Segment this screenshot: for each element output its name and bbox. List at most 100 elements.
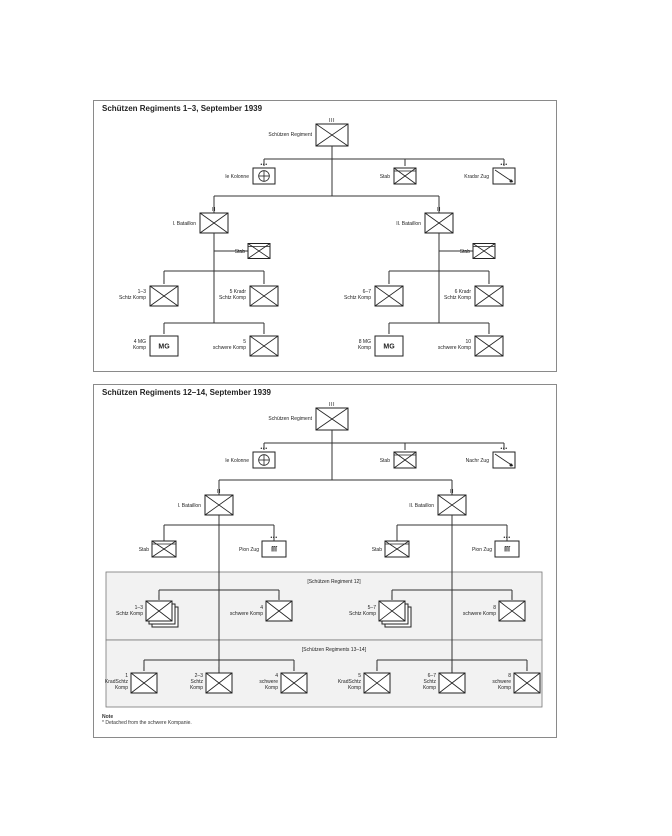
footnote-text: * Detached from the schwere Kompanie. <box>102 720 192 726</box>
company-symbol: I <box>374 280 404 307</box>
company-symbol: I <box>513 667 541 694</box>
echelon-marker: I <box>488 330 490 336</box>
support-unit-0: ••• <box>252 446 276 469</box>
echelon-marker: II <box>217 489 221 495</box>
company-label: Schtz Komp <box>219 295 246 301</box>
company-label: 5 <box>243 339 246 345</box>
company-label: KradSchtz <box>105 679 129 685</box>
infantry-cross <box>149 285 179 307</box>
company-symbol: I <box>130 667 158 694</box>
echelon-marker: I <box>263 330 265 336</box>
echelon-marker: ••• <box>260 162 267 168</box>
company-label: Komp <box>115 685 128 691</box>
company-label: 5 <box>358 673 361 679</box>
company-label: Schtz <box>190 679 203 685</box>
mg-text: MG <box>158 344 170 351</box>
battalion-label: II. Bataillon <box>409 503 434 509</box>
company-label: schwere Komp <box>438 345 471 351</box>
company-label: 1–3 <box>135 605 144 611</box>
infantry-cross <box>437 494 467 516</box>
company-label: 5–7 <box>368 605 377 611</box>
infantry-cross <box>280 672 308 694</box>
company-label: 4 <box>260 605 263 611</box>
support-label: Stab <box>380 174 391 180</box>
section-regiments-13-14 <box>105 639 543 708</box>
echelon-marker: I <box>376 667 378 673</box>
company-symbol: I <box>249 330 279 357</box>
staff-label: Stab <box>235 249 246 255</box>
company-label: Komp <box>423 685 436 691</box>
company-label: Schtz <box>423 679 436 685</box>
echelon-marker: I <box>391 595 393 601</box>
infantry-cross <box>265 600 293 622</box>
company-symbol: I <box>498 595 526 622</box>
battalion-label: I. Bataillon <box>178 503 202 509</box>
wheel-dot <box>509 463 513 467</box>
infantry-cross <box>315 123 349 147</box>
panel-regiments-12-14: Schützen Regiments 12–14, September 1939… <box>93 384 557 738</box>
pioneer-text: ſſſ <box>271 547 278 554</box>
infantry-cross <box>130 672 158 694</box>
infantry-cross <box>249 285 279 307</box>
infantry-cross <box>205 672 233 694</box>
footnote: Note * Detached from the schwere Kompani… <box>102 714 192 726</box>
echelon-marker: ••• <box>503 535 510 541</box>
infantry-cross <box>438 672 466 694</box>
infantry-cross <box>498 600 526 622</box>
company-label: 4 <box>275 673 278 679</box>
battalion-staff <box>151 540 177 558</box>
infantry-cross <box>315 407 349 431</box>
echelon-marker: I <box>163 280 165 286</box>
infantry-cross <box>199 212 229 234</box>
company-label: schwere Komp <box>463 611 496 617</box>
company-label: Schtz Komp <box>444 295 471 301</box>
company-symbol: I <box>149 280 179 307</box>
echelon-marker: I <box>278 595 280 601</box>
panel-title: Schützen Regiments 12–14, September 1939 <box>102 388 271 397</box>
echelon-marker: I <box>451 667 453 673</box>
echelon-marker: III <box>329 402 335 408</box>
regiment-symbol: III <box>315 118 349 147</box>
pioneer-platoon: ſſſ••• <box>494 535 520 558</box>
echelon-marker: I <box>388 330 390 336</box>
company-label: Komp <box>348 685 361 691</box>
company-symbol: MG I <box>374 330 404 357</box>
pioneer-label: Pion Zug <box>472 547 492 553</box>
support-label: Stab <box>380 458 391 464</box>
echelon-marker: ••• <box>270 535 277 541</box>
company-label: Komp <box>190 685 203 691</box>
company-label: 1 <box>125 673 128 679</box>
infantry-cross <box>363 672 391 694</box>
echelon-marker: I <box>293 667 295 673</box>
company-label: Komp <box>498 685 511 691</box>
echelon-marker: I <box>263 280 265 286</box>
battalion-staff <box>472 243 496 259</box>
battalion-symbol-0: II <box>199 207 229 234</box>
section-regiment-12 <box>105 571 543 641</box>
infantry-cross <box>472 243 496 259</box>
company-symbol: I <box>145 595 179 628</box>
section-label-regiment-12: [Schützen Regiment 12] <box>307 579 361 585</box>
infantry-cross <box>204 494 234 516</box>
company-label: Schtz Komp <box>116 611 143 617</box>
company-label: 2–3 <box>195 673 204 679</box>
battalion-label: I. Bataillon <box>173 221 197 227</box>
support-label: Kradsr Zug <box>464 174 489 180</box>
company-symbol: I <box>363 667 391 694</box>
company-label: 10 <box>465 339 471 345</box>
company-symbol: I <box>474 330 504 357</box>
unit-frame <box>149 335 179 357</box>
company-label: Komp <box>133 345 146 351</box>
infantry-cross <box>145 600 173 622</box>
echelon-marker: III <box>329 118 335 124</box>
company-symbol: I <box>280 667 308 694</box>
support-label: le Kolonne <box>225 458 249 464</box>
company-symbol: I <box>205 667 233 694</box>
echelon-marker: I <box>526 667 528 673</box>
mg-text: MG <box>383 344 395 351</box>
company-symbol: I <box>378 595 412 628</box>
battalion-label: II. Bataillon <box>396 221 421 227</box>
echelon-marker: II <box>450 489 454 495</box>
